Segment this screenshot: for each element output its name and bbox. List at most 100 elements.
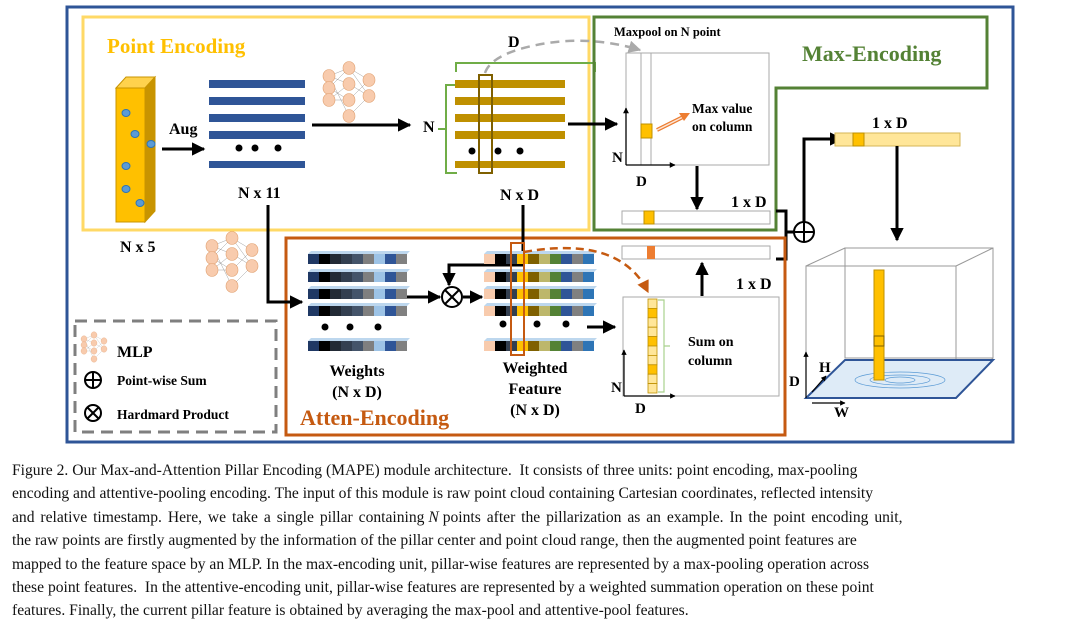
feature-cell bbox=[572, 306, 583, 316]
feature-cell bbox=[495, 289, 506, 299]
mlp-icon bbox=[322, 61, 376, 123]
feature-cell bbox=[484, 289, 495, 299]
feature-row bbox=[308, 269, 410, 282]
feature-cell bbox=[308, 341, 319, 351]
otimes-icon bbox=[441, 286, 463, 308]
feature-row bbox=[484, 251, 597, 264]
feature-cell bbox=[517, 254, 528, 264]
feature-cell bbox=[550, 306, 561, 316]
feature-cell bbox=[484, 341, 495, 351]
feature-cell bbox=[319, 289, 330, 299]
feature-cell bbox=[517, 306, 528, 316]
feature-cell bbox=[341, 254, 352, 264]
legend-border bbox=[73, 319, 278, 434]
feature-cell bbox=[539, 341, 550, 351]
feature-cell bbox=[495, 254, 506, 264]
feature-cell bbox=[319, 341, 330, 351]
feature-cell bbox=[374, 272, 385, 282]
feature-cell bbox=[352, 306, 363, 316]
axis-n-label: N bbox=[612, 150, 623, 166]
weights-label-2: (N x D) bbox=[332, 384, 382, 401]
feature-cell bbox=[550, 341, 561, 351]
atten-encoding-title: Atten-Encoding bbox=[300, 405, 449, 430]
sum-label-2: column bbox=[688, 354, 733, 369]
pillar-feature-column bbox=[873, 269, 885, 381]
feature-row bbox=[308, 251, 410, 264]
row-top-face bbox=[308, 303, 410, 306]
sum-cell bbox=[647, 326, 658, 338]
weighted-column-highlight bbox=[510, 242, 525, 356]
feature-cell bbox=[363, 272, 374, 282]
feature-cell bbox=[363, 306, 374, 316]
sum-axis-n-label: N bbox=[611, 380, 622, 396]
feature-cell bbox=[330, 341, 341, 351]
feature-cell bbox=[561, 254, 572, 264]
caption-text: encoding and attentive-pooling encoding.… bbox=[12, 485, 874, 503]
sum-bracket bbox=[658, 299, 670, 393]
feature-cell bbox=[572, 289, 583, 299]
feature-cell bbox=[539, 272, 550, 282]
n-bracket bbox=[438, 84, 457, 174]
caption-text: Figure 2. Our Max-and-Attention Pillar E… bbox=[12, 462, 858, 479]
row-top-face bbox=[308, 269, 410, 272]
fused-feature-cell bbox=[852, 132, 865, 147]
feature-cell bbox=[374, 341, 385, 351]
legend-mlp-label: MLP bbox=[117, 344, 153, 361]
cube-h-axis bbox=[811, 375, 827, 393]
pillar-icon bbox=[114, 75, 157, 224]
cube-h-label: H bbox=[819, 360, 831, 376]
sum-label-1: Sum on bbox=[688, 335, 734, 350]
weighted-label-1: Weighted bbox=[503, 360, 568, 377]
feature-cell bbox=[396, 341, 407, 351]
feature-cell bbox=[330, 306, 341, 316]
feature-cell bbox=[517, 289, 528, 299]
weighted-label-2: Feature bbox=[508, 381, 561, 398]
feature-cell bbox=[352, 289, 363, 299]
aug-label: Aug bbox=[169, 121, 197, 138]
feature-cell bbox=[341, 289, 352, 299]
feature-cell bbox=[374, 306, 385, 316]
feature-cell bbox=[561, 306, 572, 316]
caption-text: the raw points are firstly augmented by … bbox=[12, 532, 857, 550]
row-top-face bbox=[484, 269, 597, 272]
feature-cell bbox=[396, 254, 407, 264]
caption-text: these point features. In the attentive-e… bbox=[12, 579, 874, 597]
feature-cell bbox=[561, 272, 572, 282]
row-top-face bbox=[308, 338, 410, 341]
feature-cell bbox=[330, 289, 341, 299]
feature-cell bbox=[550, 254, 561, 264]
feature-cell bbox=[330, 254, 341, 264]
augmented-points-stripes bbox=[209, 80, 305, 168]
feature-cell bbox=[319, 306, 330, 316]
feature-cell bbox=[495, 306, 506, 316]
sum-column bbox=[647, 298, 658, 394]
feature-cell bbox=[352, 272, 363, 282]
feature-cell bbox=[583, 306, 594, 316]
caption-line: these point features. In the attentive-e… bbox=[12, 576, 1070, 599]
bev-plane bbox=[803, 359, 996, 399]
feature-shape-label: N x D bbox=[500, 187, 539, 204]
row-top-face bbox=[484, 303, 597, 306]
feature-cell bbox=[495, 341, 506, 351]
outer-border bbox=[65, 5, 1015, 444]
feature-cell bbox=[341, 306, 352, 316]
cube-w-label: W bbox=[834, 405, 849, 421]
point-cloud-pattern bbox=[854, 371, 946, 389]
sum-dashed-arrow bbox=[523, 246, 650, 294]
attention-mlp-icon bbox=[205, 231, 259, 293]
feature-cell bbox=[308, 272, 319, 282]
feature-cell bbox=[341, 272, 352, 282]
feature-cell bbox=[528, 289, 539, 299]
max-feature-vector bbox=[621, 210, 771, 225]
max-value-arrow-inner bbox=[656, 115, 686, 131]
max-value-label-2: on column bbox=[692, 119, 753, 134]
fusion-lines bbox=[776, 209, 794, 261]
to-weights-arrow bbox=[266, 205, 304, 309]
legend-oplus-icon bbox=[84, 371, 102, 389]
sum-cell bbox=[647, 354, 658, 366]
sum-axis-d-label: D bbox=[635, 401, 646, 417]
feature-cell bbox=[583, 254, 594, 264]
sum-cell bbox=[647, 298, 658, 309]
fused-shape-label: 1 x D bbox=[872, 115, 908, 132]
atten-output-shape: 1 x D bbox=[736, 276, 772, 293]
